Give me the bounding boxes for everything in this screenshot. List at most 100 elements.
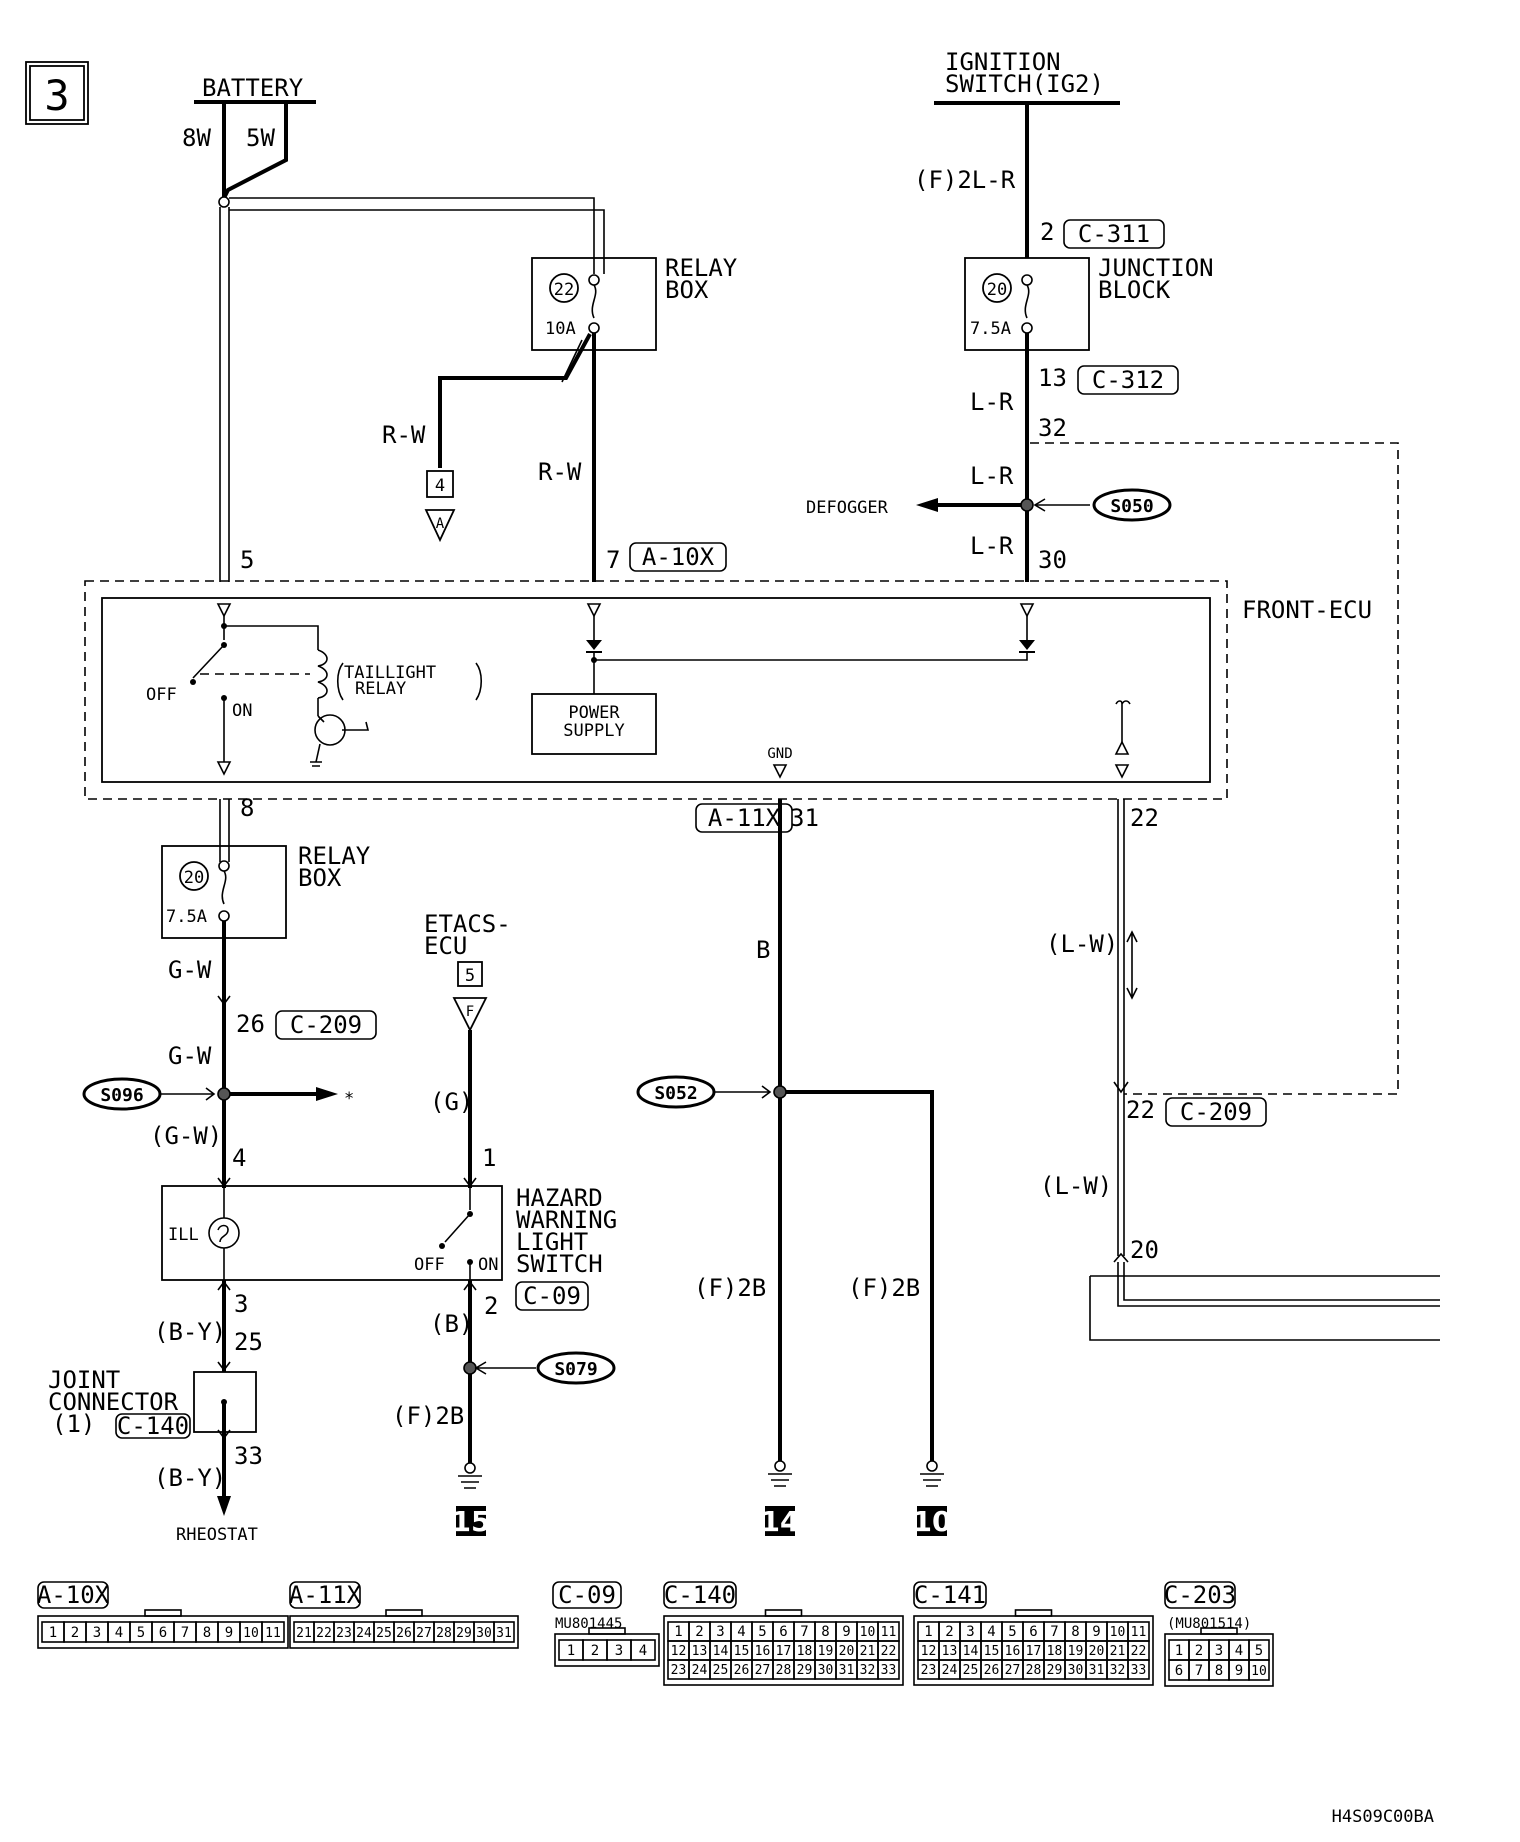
connector-pin-number: 26 bbox=[734, 1663, 750, 1678]
splice-s096: S096 bbox=[100, 1085, 143, 1106]
relay-bottom-fuse-no: 20 bbox=[184, 868, 204, 888]
defogger-label: DEFOGGER bbox=[806, 498, 889, 518]
connector-view-label: A-10X bbox=[37, 1581, 110, 1609]
ground-icon bbox=[768, 1473, 792, 1487]
connector-pin-number: 31 bbox=[1089, 1663, 1105, 1678]
relay-top-wire-left: R-W bbox=[382, 421, 426, 449]
connector-pin-number: 13 bbox=[942, 1644, 958, 1659]
connector-pin-number: 6 bbox=[1175, 1663, 1183, 1679]
ill-lamp-icon bbox=[208, 1217, 240, 1249]
etacs-ecu: ETACS- ECU 5 F (G) 1 bbox=[424, 910, 511, 1188]
etacs-label-1: ETACS- bbox=[424, 910, 511, 938]
connector-pin-number: 8 bbox=[203, 1625, 211, 1641]
battery-wire-8w: 8W bbox=[182, 124, 211, 152]
connector-pin-number: 12 bbox=[921, 1644, 937, 1659]
connector-pin-number: 8 bbox=[1071, 1624, 1079, 1640]
connector-pin-number: 7 bbox=[1195, 1663, 1203, 1679]
connector-pin-number: 19 bbox=[818, 1644, 834, 1659]
conn-c311: C-311 bbox=[1078, 220, 1150, 248]
connector-pin-number: 23 bbox=[921, 1663, 937, 1678]
hazard-wire-b: (B) bbox=[430, 1310, 473, 1338]
ground-icon bbox=[458, 1475, 482, 1489]
fuse-number-circle bbox=[549, 273, 579, 303]
connector-pin-number: 14 bbox=[963, 1644, 979, 1659]
connector-pin-number: 15 bbox=[734, 1644, 750, 1659]
ecu-pin-22: 22 bbox=[1130, 804, 1159, 832]
connector-pin-number: 1 bbox=[1175, 1643, 1183, 1659]
connector-pin-number: 8 bbox=[821, 1624, 829, 1640]
relay-bottom-pin-4: 4 bbox=[232, 1144, 246, 1172]
connector-pin-number: 31 bbox=[496, 1626, 512, 1641]
joint-pin-25: 25 bbox=[234, 1328, 263, 1356]
front-ecu-title: FRONT-ECU bbox=[1242, 596, 1372, 624]
ground-wire-right: (F)2B bbox=[848, 1274, 920, 1302]
etacs-wire: (G) bbox=[430, 1088, 473, 1116]
hazard-wire-f: (F)2B bbox=[392, 1402, 464, 1430]
junction-wire-top: (F)2L-R bbox=[914, 166, 1016, 194]
junction-pin-30: 30 bbox=[1038, 546, 1067, 574]
connector-pin-number: 21 bbox=[1110, 1644, 1126, 1659]
ecu-pin-5: 5 bbox=[240, 546, 254, 574]
joint-label-1: JOINT bbox=[48, 1366, 120, 1394]
connector-pin-number: 2 bbox=[695, 1624, 703, 1640]
conn-c140-joint: C-140 bbox=[117, 1412, 189, 1440]
lw-branch: (L-W) 22 C-209 (L-W) 20 bbox=[1040, 799, 1440, 1341]
hazard-on: ON bbox=[478, 1255, 498, 1275]
relay-bottom-star: * bbox=[344, 1089, 354, 1109]
rheostat-label: RHEOSTAT bbox=[176, 1525, 258, 1545]
connector-pin-number: 19 bbox=[1068, 1644, 1084, 1659]
connector-pin-number: 30 bbox=[1068, 1663, 1084, 1678]
hazard-label-4: SWITCH bbox=[516, 1250, 603, 1278]
taillight-sw-on: ON bbox=[232, 701, 252, 721]
lw-pin-22b: 22 bbox=[1126, 1096, 1155, 1124]
connector-pin-number: 5 bbox=[137, 1625, 145, 1641]
ground-14: 14 bbox=[761, 1505, 800, 1538]
ground-wire-b: B bbox=[756, 936, 770, 964]
splice-s052: S052 bbox=[654, 1083, 697, 1104]
connector-pin-number: 30 bbox=[476, 1626, 492, 1641]
connector-pin-number: 26 bbox=[984, 1663, 1000, 1678]
connector-pin-number: 20 bbox=[1089, 1644, 1105, 1659]
lw-wire-a: (L-W) bbox=[1046, 930, 1118, 958]
connector-pin-number: 3 bbox=[716, 1624, 724, 1640]
ground-icon bbox=[920, 1473, 944, 1487]
relay-top-ref-tri: A bbox=[436, 516, 445, 532]
hazard-off: OFF bbox=[414, 1255, 445, 1275]
junction-pin-32: 32 bbox=[1038, 414, 1067, 442]
connector-pin-number: 25 bbox=[713, 1663, 729, 1678]
connector-pin-number: 29 bbox=[797, 1663, 813, 1678]
connector-pin-number: 9 bbox=[225, 1625, 233, 1641]
connector-pin-number: 31 bbox=[839, 1663, 855, 1678]
connector-pin-number: 3 bbox=[93, 1625, 101, 1641]
relay-bottom-wire-b: G-W bbox=[168, 1042, 212, 1070]
connector-pin-number: 3 bbox=[615, 1643, 623, 1659]
lw-pin-20: 20 bbox=[1130, 1236, 1159, 1264]
relay-bottom-wire-c: (G-W) bbox=[150, 1122, 222, 1150]
connector-pin-number: 9 bbox=[842, 1624, 850, 1640]
junction-title-2: BLOCK bbox=[1098, 276, 1171, 304]
connector-pin-number: 28 bbox=[436, 1626, 452, 1641]
connector-pin-number: 3 bbox=[1215, 1643, 1223, 1659]
connector-pin-number: 6 bbox=[779, 1624, 787, 1640]
connector-pin-number: 32 bbox=[1110, 1663, 1126, 1678]
connector-pin-number: 13 bbox=[692, 1644, 708, 1659]
relay-bottom-wire-a: G-W bbox=[168, 956, 212, 984]
splice-s079: S079 bbox=[554, 1359, 597, 1380]
relay-box-top-fuse-rating: 10A bbox=[545, 319, 576, 339]
connector-pin bbox=[261, 1621, 285, 1643]
connector-pin-number: 27 bbox=[416, 1626, 432, 1641]
etacs-ref-box: 5 bbox=[465, 966, 475, 986]
connector-pin-number: 6 bbox=[159, 1625, 167, 1641]
connector-pin-number: 33 bbox=[881, 1663, 897, 1678]
connector-pin-number: 16 bbox=[755, 1644, 771, 1659]
junction-fuse-rating: 7.5A bbox=[970, 319, 1011, 339]
ground-15: 15 bbox=[452, 1505, 491, 1538]
ref-box-4 bbox=[426, 470, 454, 498]
junction-fuse-no: 20 bbox=[987, 280, 1007, 300]
connector-pin-number: 5 bbox=[1255, 1643, 1263, 1659]
battery-label: BATTERY bbox=[202, 74, 304, 102]
conn-a11x: A-11X bbox=[708, 804, 781, 832]
